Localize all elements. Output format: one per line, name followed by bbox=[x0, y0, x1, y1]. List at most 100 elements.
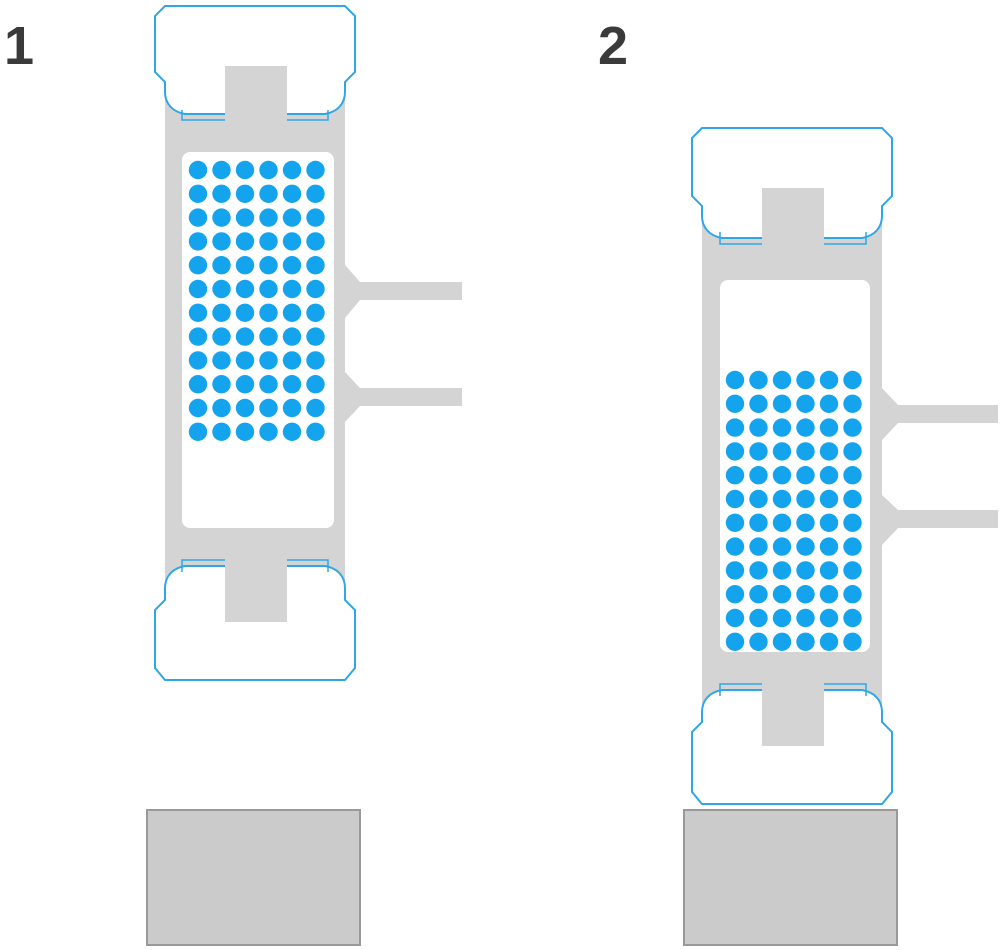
step-1-dot bbox=[188, 375, 208, 394]
step-1-dot bbox=[235, 256, 255, 275]
step-1-dot bbox=[235, 351, 255, 370]
step-1-dot bbox=[306, 422, 325, 441]
step-2-dot bbox=[796, 537, 815, 556]
step-1-dot bbox=[306, 279, 325, 299]
step-1-dot bbox=[188, 184, 208, 203]
step-1-dot bbox=[235, 422, 255, 441]
step-1-dot bbox=[259, 303, 278, 322]
step-1-dot bbox=[306, 375, 325, 394]
step-1-dot bbox=[212, 375, 231, 394]
step-1-dot bbox=[282, 279, 302, 299]
step-2-dot bbox=[796, 442, 815, 461]
step-2-dot bbox=[749, 489, 768, 509]
step-2-dot bbox=[749, 466, 768, 485]
step-1-dot bbox=[212, 327, 231, 346]
step-2-dot bbox=[843, 418, 862, 437]
step-1-dot bbox=[259, 398, 278, 418]
step-2-dot bbox=[819, 513, 839, 532]
step-1-lower-arm bbox=[345, 372, 462, 422]
step-2-dot bbox=[819, 442, 839, 461]
step-2-dot bbox=[725, 585, 745, 604]
step-2-dot bbox=[772, 585, 792, 604]
step-1-dot bbox=[259, 184, 278, 203]
step-2-dot bbox=[796, 466, 815, 485]
step-2-top-cap bbox=[691, 127, 893, 239]
step-1-dot bbox=[306, 327, 325, 346]
step-2-dot bbox=[725, 466, 745, 485]
step-2-dot bbox=[796, 585, 815, 604]
step-1-dot bbox=[188, 256, 208, 275]
step-1-dot bbox=[212, 398, 231, 418]
step-1-dot bbox=[282, 184, 302, 203]
step-1-dot-grid bbox=[188, 160, 325, 441]
step-1-dot bbox=[259, 208, 278, 227]
step-1-dot bbox=[188, 351, 208, 370]
step-1-dot bbox=[259, 327, 278, 346]
step-1-dot bbox=[282, 256, 302, 275]
step-2-dot bbox=[749, 513, 768, 532]
step-1-dot bbox=[259, 232, 278, 251]
step-2-dot bbox=[772, 418, 792, 437]
step-2-dot bbox=[819, 466, 839, 485]
step-2-dot bbox=[725, 489, 745, 509]
step-1-top-cap bbox=[154, 5, 356, 115]
step-2-dot bbox=[772, 537, 792, 556]
step-2-dot bbox=[796, 489, 815, 509]
step-1-dot bbox=[235, 327, 255, 346]
step-1-dot bbox=[235, 160, 255, 180]
step-1-dot bbox=[212, 232, 231, 251]
step-2-dot bbox=[796, 632, 815, 651]
step-1-dot bbox=[188, 279, 208, 299]
step-2-dot bbox=[772, 442, 792, 461]
step-2-dot bbox=[725, 418, 745, 437]
step-1-dot bbox=[212, 160, 231, 180]
step-1-dot bbox=[188, 160, 208, 180]
step-1-dot bbox=[212, 208, 231, 227]
step-1-dot bbox=[235, 398, 255, 418]
step-2-dot bbox=[843, 466, 862, 485]
step-2-dot-grid bbox=[725, 370, 862, 651]
step-2-dot bbox=[749, 370, 768, 390]
step-2-dot bbox=[843, 513, 862, 532]
step-2-dot bbox=[749, 561, 768, 580]
step-2-dot bbox=[749, 585, 768, 604]
step-2-dot bbox=[843, 608, 862, 628]
step-2-dot bbox=[843, 370, 862, 390]
step-2-dot bbox=[796, 561, 815, 580]
step-2-dot bbox=[843, 537, 862, 556]
step-2-dot bbox=[725, 513, 745, 532]
step-1-dot bbox=[282, 303, 302, 322]
step-2-top-stem bbox=[762, 188, 824, 280]
step-1-dot bbox=[212, 351, 231, 370]
step-1-dot bbox=[212, 303, 231, 322]
step-2-dot bbox=[725, 632, 745, 651]
step-2-label: 2 bbox=[598, 16, 628, 76]
step-1-dot bbox=[282, 375, 302, 394]
step-2-bottom-stem bbox=[762, 652, 824, 746]
step-1-label: 1 bbox=[4, 16, 34, 76]
step-1-dot bbox=[259, 279, 278, 299]
step-2-dot bbox=[843, 585, 862, 604]
step-1-dot bbox=[259, 375, 278, 394]
step-1-dot bbox=[282, 422, 302, 441]
step-1-dot bbox=[235, 184, 255, 203]
step-1-bottom-stem bbox=[225, 528, 287, 622]
step-1-dot bbox=[188, 327, 208, 346]
step-1-dot bbox=[282, 327, 302, 346]
step-1-dot bbox=[306, 398, 325, 418]
step-1-base-block bbox=[146, 809, 361, 946]
step-1-dot bbox=[306, 208, 325, 227]
step-2-dot bbox=[819, 394, 839, 413]
step-1-dot bbox=[306, 184, 325, 203]
step-1-dot bbox=[235, 375, 255, 394]
step-1-dot bbox=[212, 422, 231, 441]
step-1-dot bbox=[306, 351, 325, 370]
step-2-dot bbox=[725, 561, 745, 580]
step-1-top-stem bbox=[225, 66, 287, 152]
step-1-dot bbox=[282, 208, 302, 227]
step-1-dot bbox=[306, 232, 325, 251]
step-2-dot bbox=[725, 442, 745, 461]
step-2-dot bbox=[749, 394, 768, 413]
step-2-dot bbox=[772, 608, 792, 628]
step-2-dot bbox=[772, 489, 792, 509]
